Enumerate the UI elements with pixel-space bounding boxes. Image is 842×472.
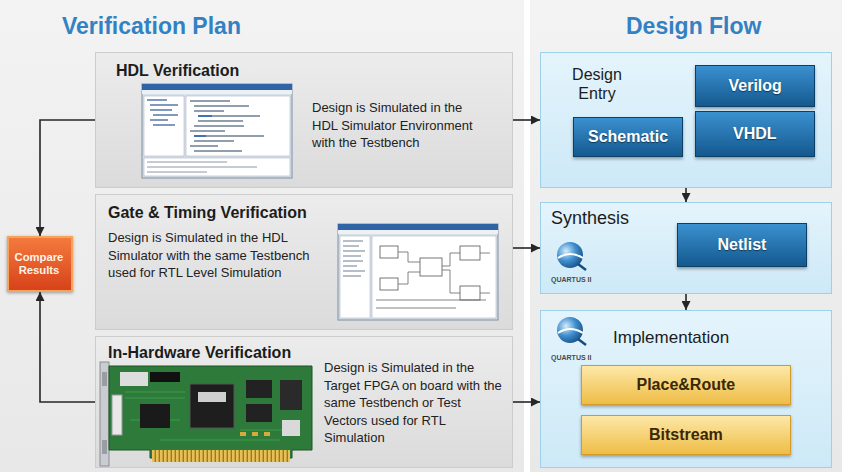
fpga-board	[100, 362, 109, 466]
column-panel: Verification PlanHDL VerificationDesign …	[0, 0, 524, 472]
stage-heading: Implementation	[613, 327, 729, 348]
flow-arrow	[513, 401, 540, 403]
simulator-screenshot	[142, 90, 292, 94]
step-button: Bitstream	[581, 415, 791, 455]
fpga-board	[246, 404, 272, 422]
tool-button: Verilog	[695, 65, 815, 107]
gate-level-screenshot	[460, 246, 480, 260]
fpga-board	[109, 366, 312, 458]
column-title: Verification Plan	[62, 12, 241, 41]
button-label: Verilog	[729, 76, 782, 96]
stage-heading: Design Entry	[555, 65, 639, 103]
fpga-board	[152, 450, 290, 462]
tool-button: Netlist	[677, 223, 807, 267]
simulator-screenshot	[147, 100, 178, 125]
design-stage-box: Design Entry VerilogSchematic VHDL	[540, 52, 832, 188]
verification-step-box: In-Hardware VerificationDesign is Simula…	[95, 336, 513, 468]
simulator-screenshot	[194, 116, 212, 136]
step-heading: HDL Verification	[116, 61, 239, 81]
fpga-board	[102, 440, 107, 454]
button-label: Bitstream	[649, 425, 723, 445]
fpga-board	[100, 362, 312, 466]
flow-arrow	[40, 120, 95, 236]
simulator-screenshot	[142, 84, 292, 178]
fpga-board	[102, 372, 107, 386]
compare-label: Compare Results	[11, 251, 67, 278]
fpga-board	[280, 380, 302, 410]
button-label: Place&Route	[637, 375, 736, 395]
gate-level-screenshot	[338, 224, 498, 230]
gate-level-screenshot	[380, 278, 398, 290]
gate-level-screenshot	[338, 230, 498, 234]
gate-level-screenshot	[340, 236, 370, 318]
flow-arrow	[513, 119, 540, 121]
step-heading: In-Hardware Verification	[108, 343, 291, 363]
fpga-board	[264, 432, 270, 436]
verification-step-box: Gate & Timing VerificationDesign is Simu…	[95, 194, 513, 330]
simulator-screenshot	[142, 84, 292, 90]
flow-arrow	[40, 292, 95, 402]
quartus-logo	[557, 317, 586, 345]
simulator-screenshot	[144, 96, 184, 156]
stage-heading: Synthesis	[551, 207, 629, 230]
button-label: Schematic	[588, 127, 668, 147]
quartus-logo	[558, 329, 583, 333]
simulator-screenshot	[190, 101, 264, 151]
tool-button: VHDL	[695, 111, 815, 157]
fpga-board	[150, 372, 180, 382]
flow-arrow	[685, 294, 687, 310]
simulator-screenshot	[186, 96, 290, 156]
gate-level-screenshot	[380, 246, 398, 258]
fpga-board	[125, 392, 300, 440]
compare-box: Compare Results	[7, 236, 73, 292]
simulator-screenshot	[142, 84, 292, 178]
flow-arrow	[513, 247, 540, 249]
quartus-logo	[557, 317, 583, 343]
gate-level-screenshot	[343, 241, 365, 276]
fpga-board	[120, 372, 148, 386]
column-panel: Design FlowDesign Entry VerilogSchematic V…	[530, 0, 842, 472]
gate-level-screenshot	[338, 224, 498, 320]
step-button: Place&Route	[581, 365, 791, 405]
verification-step-box: HDL VerificationDesign is Simulated in t…	[95, 52, 513, 188]
step-description: Design is Simulated in the Target FPGA o…	[324, 359, 504, 447]
step-description: Design is Simulated in the HDL Simulator…	[108, 229, 332, 282]
flow-arrow	[685, 188, 687, 202]
gate-level-screenshot	[420, 258, 442, 276]
tool-button: Schematic	[573, 117, 683, 157]
step-description: Design is Simulated in the HDL Simulator…	[312, 99, 488, 152]
simulator-screenshot	[147, 162, 257, 172]
fpga-board	[246, 380, 272, 398]
fpga-board	[152, 450, 290, 462]
fpga-board	[190, 384, 234, 428]
step-heading: Gate & Timing Verification	[108, 203, 307, 223]
quartus-logo	[557, 242, 586, 270]
quartus-logo	[558, 254, 583, 258]
fpga-board	[240, 432, 246, 436]
quartus-logo	[578, 339, 586, 345]
gate-level-screenshot	[460, 286, 480, 300]
column-title: Design Flow	[626, 12, 761, 41]
design-stage-box: ImplementationPlace&RouteBitstream QUARTU…	[540, 310, 832, 468]
software-logo-label: QUARTUS II	[551, 276, 591, 283]
design-stage-box: SynthesisNetlistQUARTUS II	[540, 202, 832, 294]
gate-level-screenshot	[338, 224, 498, 320]
gate-level-screenshot	[372, 236, 496, 318]
fpga-board	[140, 404, 170, 428]
quartus-logo	[557, 242, 583, 268]
fpga-board	[282, 420, 300, 436]
button-label: Netlist	[718, 235, 767, 255]
simulator-screenshot	[144, 158, 290, 176]
gate-level-screenshot	[376, 252, 490, 308]
quartus-logo	[578, 264, 586, 270]
fpga-board	[198, 392, 226, 402]
fpga-board	[252, 432, 258, 436]
fpga-board	[112, 395, 122, 435]
button-label: VHDL	[733, 124, 777, 144]
software-logo-label: QUARTUS II	[551, 354, 591, 361]
